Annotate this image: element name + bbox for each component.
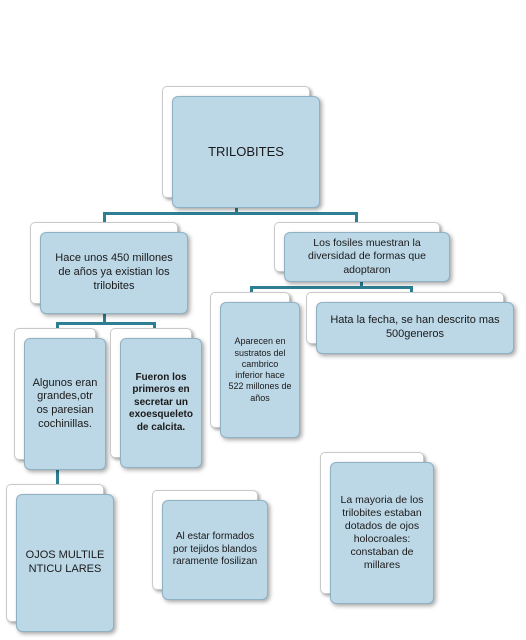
- node-algunos: Algunos eran grandes,otr os paresian coc…: [14, 328, 106, 470]
- node-box: Algunos eran grandes,otr os paresian coc…: [24, 338, 106, 470]
- node-la-mayoria: La mayoria de los trilobites estaban dot…: [320, 452, 434, 604]
- node-fueron: Fueron los primeros en secretar un exoes…: [110, 328, 202, 468]
- node-label: Fueron los primeros en secretar un exoes…: [129, 371, 193, 433]
- node-box: Aparecen en sustratos del cambrico infer…: [220, 302, 300, 438]
- connector-left-drop-a: [56, 322, 59, 330]
- node-label: Hace unos 450 millones de años ya existi…: [55, 252, 173, 292]
- node-box: Los fosiles muestran la diversidad de fo…: [284, 232, 450, 282]
- node-box: Hata la fecha, se han descrito mas 500ge…: [316, 302, 514, 354]
- node-label: Los fosiles muestran la diversidad de fo…: [308, 237, 426, 276]
- connector-right-drop-a: [250, 286, 253, 296]
- node-label: Al estar formados por tejidos blandos ra…: [172, 531, 258, 568]
- connector-root-right-drop: [355, 212, 358, 222]
- node-trilobites: TRILOBITES: [162, 86, 320, 208]
- connector-algunos-ojos: [56, 470, 59, 484]
- node-hata: Hata la fecha, se han descrito mas 500ge…: [306, 292, 514, 354]
- node-box: TRILOBITES: [172, 96, 320, 208]
- node-label: TRILOBITES: [208, 143, 284, 159]
- node-label: Aparecen en sustratos del cambrico infer…: [228, 336, 292, 403]
- connector-left-stem: [103, 314, 106, 324]
- node-box: OJOS MULTILENTICU LARES: [16, 494, 114, 632]
- node-box: Al estar formados por tejidos blandos ra…: [162, 500, 268, 600]
- node-box: La mayoria de los trilobites estaban dot…: [330, 462, 434, 604]
- node-ojos: OJOS MULTILENTICU LARES: [6, 484, 114, 632]
- node-box: Hace unos 450 millones de años ya existi…: [40, 232, 188, 314]
- node-label: Algunos eran grandes,otr os paresian coc…: [32, 376, 98, 430]
- connector-right-stem: [360, 278, 363, 288]
- connector-right-bar: [250, 286, 413, 289]
- node-los-fosiles: Los fosiles muestran la diversidad de fo…: [274, 222, 450, 282]
- connector-root-left-drop: [103, 212, 106, 222]
- connector-root-stem: [235, 204, 238, 214]
- node-label: La mayoria de los trilobites estaban dot…: [340, 493, 424, 572]
- node-label: Hata la fecha, se han descrito mas 500ge…: [330, 314, 500, 340]
- connector-left-drop-b: [153, 322, 156, 330]
- node-aparecen: Aparecen en sustratos del cambrico infer…: [210, 292, 300, 438]
- connector-root-bar: [103, 212, 358, 215]
- connector-right-drop-b: [410, 286, 413, 294]
- node-al-estar: Al estar formados por tejidos blandos ra…: [152, 490, 268, 600]
- node-label: OJOS MULTILENTICU LARES: [25, 549, 105, 575]
- connector-left-bar: [56, 322, 156, 325]
- node-box: Fueron los primeros en secretar un exoes…: [120, 338, 202, 468]
- node-hace-unos: Hace unos 450 millones de años ya existi…: [30, 222, 188, 314]
